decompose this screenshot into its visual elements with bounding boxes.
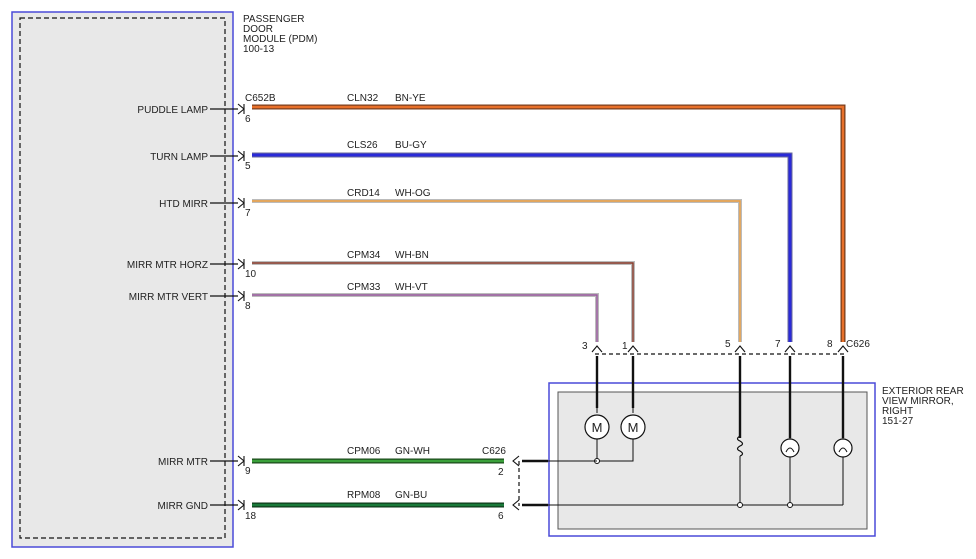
pin-arrow-mirr-mtr-vert — [237, 290, 245, 302]
mirror-name-line-4: 151-27 — [882, 416, 914, 427]
mirror-pin-arrow-puddle-lamp — [837, 345, 849, 353]
mirror-pin-htd-mirr: 5 — [725, 339, 731, 350]
ground-node-turn — [787, 502, 793, 508]
wire-turn-lamp-inner — [252, 153, 792, 342]
pdm-name-line-1: PASSENGER — [243, 14, 305, 25]
pin-label-mirr-mtr: MIRR MTR — [158, 457, 208, 468]
wire-mirr-mtr-horz-outer — [252, 261, 635, 342]
wire-color-htd-mirr: WH-OG — [395, 188, 431, 199]
pin-label-puddle-lamp: PUDDLE LAMP — [137, 105, 208, 116]
turn-lamp-filament — [785, 447, 795, 453]
mirror-pin-arrow-turn-lamp — [784, 345, 796, 353]
ground-node-heater — [737, 502, 743, 508]
pdm-pin-turn-lamp: 5 — [245, 161, 251, 172]
pin-label-turn-lamp: TURN LAMP — [150, 152, 208, 163]
circuit-code-mirr-mtr: CPM06 — [347, 446, 381, 457]
pdm-pin-puddle-lamp: 6 — [245, 114, 251, 125]
wire-mirr-mtr-horz-inner — [252, 262, 634, 342]
wire-color-mirr-mtr: GN-WH — [395, 446, 430, 457]
circuit-code-mirr-gnd: RPM08 — [347, 490, 381, 501]
pin-arrow-htd-mirr — [237, 197, 245, 209]
pdm-pin-htd-mirr: 7 — [245, 208, 251, 219]
mirror-pin-turn-lamp: 7 — [775, 339, 781, 350]
inline-arrow-mirr-gnd — [512, 499, 520, 511]
wire-color-puddle-lamp: BN-YE — [395, 93, 426, 104]
mirror-name-line-2: VIEW MIRROR, — [882, 396, 954, 407]
inline-pin-mirr-mtr: 2 — [498, 467, 504, 478]
wire-mirr-mtr-vert-outer — [252, 293, 599, 342]
wire-mirr-mtr-vert-inner — [252, 294, 598, 342]
wire-puddle-lamp-inner — [252, 105, 845, 342]
pin-arrow-mirr-gnd — [237, 499, 245, 511]
wire-puddle-lamp-outer — [252, 104, 846, 342]
mirror-pin-mirr-mtr-vert: 3 — [582, 341, 588, 352]
motor-horz-lead-bottom — [597, 439, 634, 462]
pdm-pin-mirr-mtr-horz: 10 — [245, 269, 257, 280]
pdm-name-line-4: 100-13 — [243, 44, 275, 55]
pdm-name-line-2: DOOR — [243, 24, 273, 35]
inline-arrow-mirr-mtr — [512, 455, 520, 467]
wire-color-turn-lamp: BU-GY — [395, 140, 427, 151]
motor-horz-label: M — [628, 420, 639, 435]
circuit-code-mirr-mtr-horz: CPM34 — [347, 250, 381, 261]
wire-htd-mirr-inner — [252, 200, 741, 342]
mirror-connector-label: C626 — [846, 339, 870, 350]
heater-element — [736, 435, 744, 457]
mirror-pin-arrow-mirr-mtr-horz — [627, 345, 639, 353]
mirror-pin-arrow-htd-mirr — [734, 345, 746, 353]
pdm-name-line-3: MODULE (PDM) — [243, 34, 317, 45]
pdm-connector-label: C652B — [245, 93, 276, 104]
pdm-module-box — [11, 11, 234, 548]
mirror-name-line-3: RIGHT — [882, 406, 913, 417]
mirror-pin-puddle-lamp: 8 — [827, 339, 833, 350]
pin-arrow-turn-lamp — [237, 150, 245, 162]
inline-connector-label: C626 — [482, 446, 506, 457]
pdm-pin-mirr-mtr: 9 — [245, 466, 251, 477]
pin-label-htd-mirr: HTD MIRR — [159, 199, 208, 210]
pin-arrow-mirr-mtr — [237, 455, 245, 467]
wire-turn-lamp-outer — [252, 152, 793, 342]
circuit-code-turn-lamp: CLS26 — [347, 140, 378, 151]
circuit-code-puddle-lamp: CLN32 — [347, 93, 379, 104]
pdm-pin-mirr-mtr-vert: 8 — [245, 301, 251, 312]
wire-color-mirr-mtr-vert: WH-VT — [395, 282, 428, 293]
circuit-code-mirr-mtr-vert: CPM33 — [347, 282, 381, 293]
wire-htd-mirr-outer — [252, 199, 742, 342]
circuit-code-htd-mirr: CRD14 — [347, 188, 380, 199]
pin-arrow-puddle-lamp — [237, 103, 245, 115]
wire-color-mirr-mtr-horz: WH-BN — [395, 250, 429, 261]
wire-color-mirr-gnd: GN-BU — [395, 490, 427, 501]
pdm-module-inner — [19, 17, 226, 539]
inline-pin-mirr-gnd: 6 — [498, 511, 504, 522]
pin-label-mirr-mtr-vert: MIRR MTR VERT — [129, 292, 208, 303]
pin-arrow-mirr-mtr-horz — [237, 258, 245, 270]
pdm-pin-mirr-gnd: 18 — [245, 511, 257, 522]
mirror-pin-mirr-mtr-horz: 1 — [622, 341, 628, 352]
mirror-name-line-1: EXTERIOR REAR — [882, 386, 964, 397]
mirror-pin-arrow-mirr-mtr-vert — [591, 345, 603, 353]
pin-label-mirr-mtr-horz: MIRR MTR HORZ — [127, 260, 208, 271]
motor-vert-label: M — [592, 420, 603, 435]
puddle-lamp-filament — [838, 447, 848, 453]
pin-label-mirr-gnd: MIRR GND — [157, 501, 208, 512]
